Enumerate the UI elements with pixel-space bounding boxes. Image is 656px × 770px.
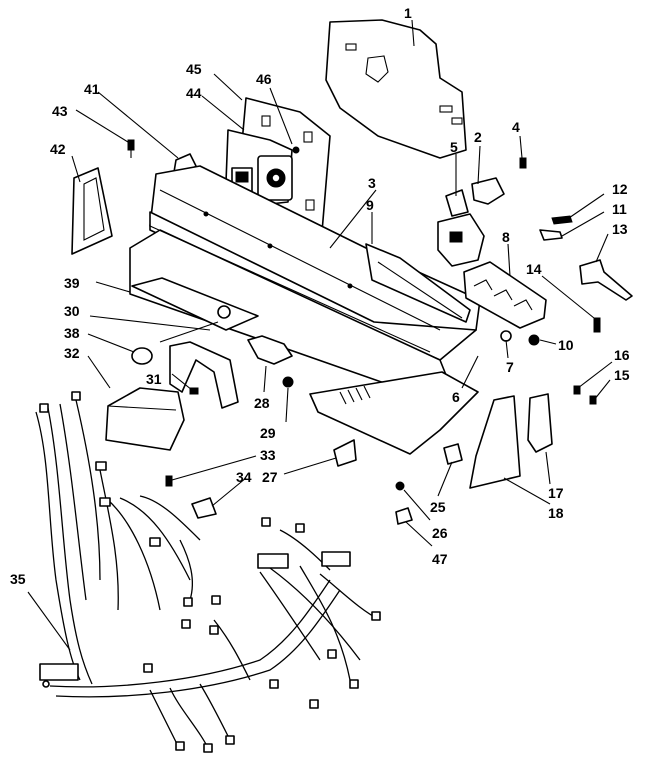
- callout-5: 5: [450, 139, 458, 155]
- nut-10: [528, 334, 540, 346]
- callout-9: 9: [366, 197, 374, 213]
- left-end-cap: [71, 167, 113, 255]
- callout-38: 38: [64, 325, 80, 341]
- callout-34: 34: [236, 469, 252, 485]
- callout-3: 3: [368, 175, 376, 191]
- clip-26: [443, 443, 463, 465]
- callout-29: 29: [260, 425, 276, 441]
- callout-25: 25: [430, 499, 446, 515]
- bracket-17: [527, 393, 553, 453]
- screw-15: [589, 395, 597, 405]
- callout-10: 10: [558, 337, 574, 353]
- leader-lines: [27, 19, 613, 651]
- console-housing: [129, 165, 481, 393]
- callout-28: 28: [254, 395, 270, 411]
- callout-41: 41: [84, 81, 100, 97]
- callout-47: 47: [432, 551, 448, 567]
- callout-2: 2: [474, 129, 482, 145]
- callout-39: 39: [64, 275, 80, 291]
- screw-4: [519, 157, 527, 169]
- nut-29: [282, 376, 294, 388]
- callout-12: 12: [612, 181, 628, 197]
- callout-31: 31: [146, 371, 162, 387]
- front-shroud: [309, 371, 479, 455]
- callout-35: 35: [10, 571, 26, 587]
- callout-4: 4: [512, 119, 520, 135]
- callout-13: 13: [612, 221, 628, 237]
- clamp-28: [247, 335, 293, 365]
- clip-12: [551, 215, 573, 225]
- callout-44: 44: [186, 85, 202, 101]
- cover-32: [105, 387, 185, 451]
- button-knob: [217, 305, 231, 319]
- wedge-27: [333, 439, 357, 467]
- screw-31: [189, 387, 199, 395]
- callout-43: 43: [52, 103, 68, 119]
- grommet-38: [131, 347, 153, 365]
- vent-slots: [339, 385, 371, 405]
- wiring-harness: [35, 391, 381, 753]
- callout-45: 45: [186, 61, 202, 77]
- callout-6: 6: [452, 389, 460, 405]
- clip-47: [395, 507, 413, 525]
- screw-16: [573, 385, 581, 395]
- callout-46: 46: [256, 71, 272, 87]
- washer-7: [500, 330, 512, 342]
- callout-18: 18: [548, 505, 564, 521]
- callout-14: 14: [526, 261, 542, 277]
- callout-27: 27: [262, 469, 278, 485]
- callout-labels: 1 2 3 4 5 6 7 8 9 10 11 12 13 14 15 16 1…: [10, 5, 630, 587]
- callout-33: 33: [260, 447, 276, 463]
- mounting-plate: [325, 19, 467, 159]
- callout-30: 30: [64, 303, 80, 319]
- screw-25: [395, 481, 405, 491]
- terminal-block: [463, 261, 547, 329]
- callout-8: 8: [502, 229, 510, 245]
- switch-bracket: [437, 177, 505, 267]
- callout-17: 17: [548, 485, 564, 501]
- callout-15: 15: [614, 367, 630, 383]
- callout-16: 16: [614, 347, 630, 363]
- clip-34: [191, 497, 217, 519]
- screw-33: [165, 475, 173, 487]
- callout-26: 26: [432, 525, 448, 541]
- callout-11: 11: [612, 201, 627, 217]
- callout-42: 42: [50, 141, 66, 157]
- callout-1: 1: [404, 5, 412, 21]
- callout-32: 32: [64, 345, 80, 361]
- callout-7: 7: [506, 359, 514, 375]
- clip-11: [539, 229, 563, 241]
- lever-13: [579, 259, 633, 301]
- screw: [127, 139, 135, 158]
- wire-clamp: [169, 341, 239, 409]
- screw-14: [593, 317, 601, 333]
- right-end-cap: [469, 395, 521, 489]
